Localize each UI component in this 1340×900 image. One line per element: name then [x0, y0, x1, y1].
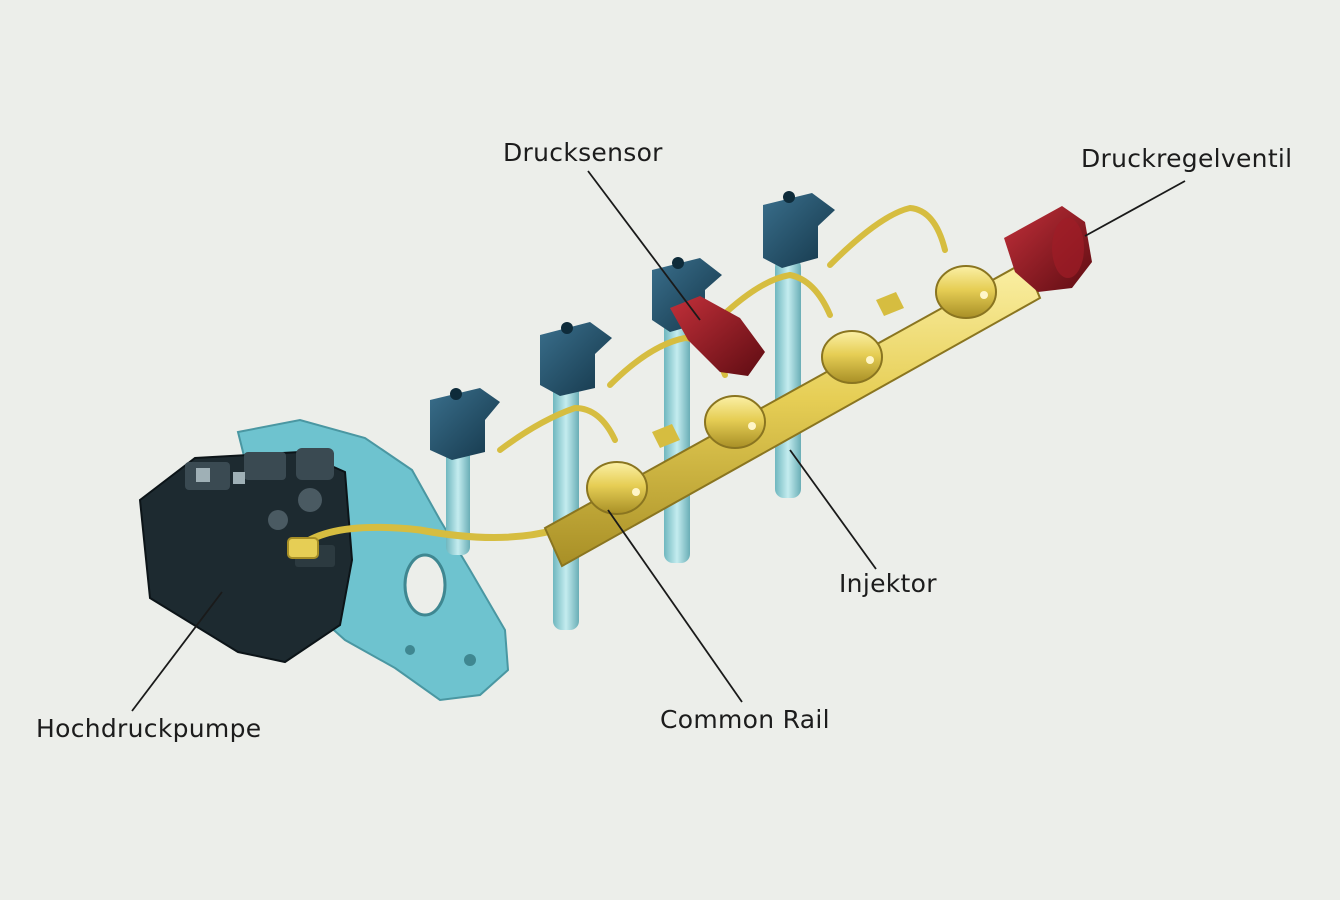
pressure-sensor — [670, 296, 765, 376]
callout-lines — [131, 170, 1186, 712]
pump-feed-line — [294, 523, 559, 552]
common-rail — [543, 260, 1042, 568]
pressure-control-valve — [1004, 206, 1092, 292]
high-pressure-pump — [138, 448, 354, 664]
callout-line-drucksensor — [587, 170, 701, 321]
label-drucksensor: Drucksensor — [503, 138, 663, 167]
callout-line-hochdruckpumpe — [131, 591, 223, 712]
label-injektor: Injektor — [839, 569, 937, 598]
callout-line-druckregelventil — [1084, 180, 1186, 237]
label-common-rail: Common Rail — [660, 705, 830, 734]
callout-line-injektor — [789, 449, 877, 570]
label-druckregelventil: Druckregelventil — [1081, 144, 1293, 173]
label-hochdruckpumpe: Hochdruckpumpe — [36, 714, 262, 743]
callout-line-common-rail — [607, 509, 743, 703]
